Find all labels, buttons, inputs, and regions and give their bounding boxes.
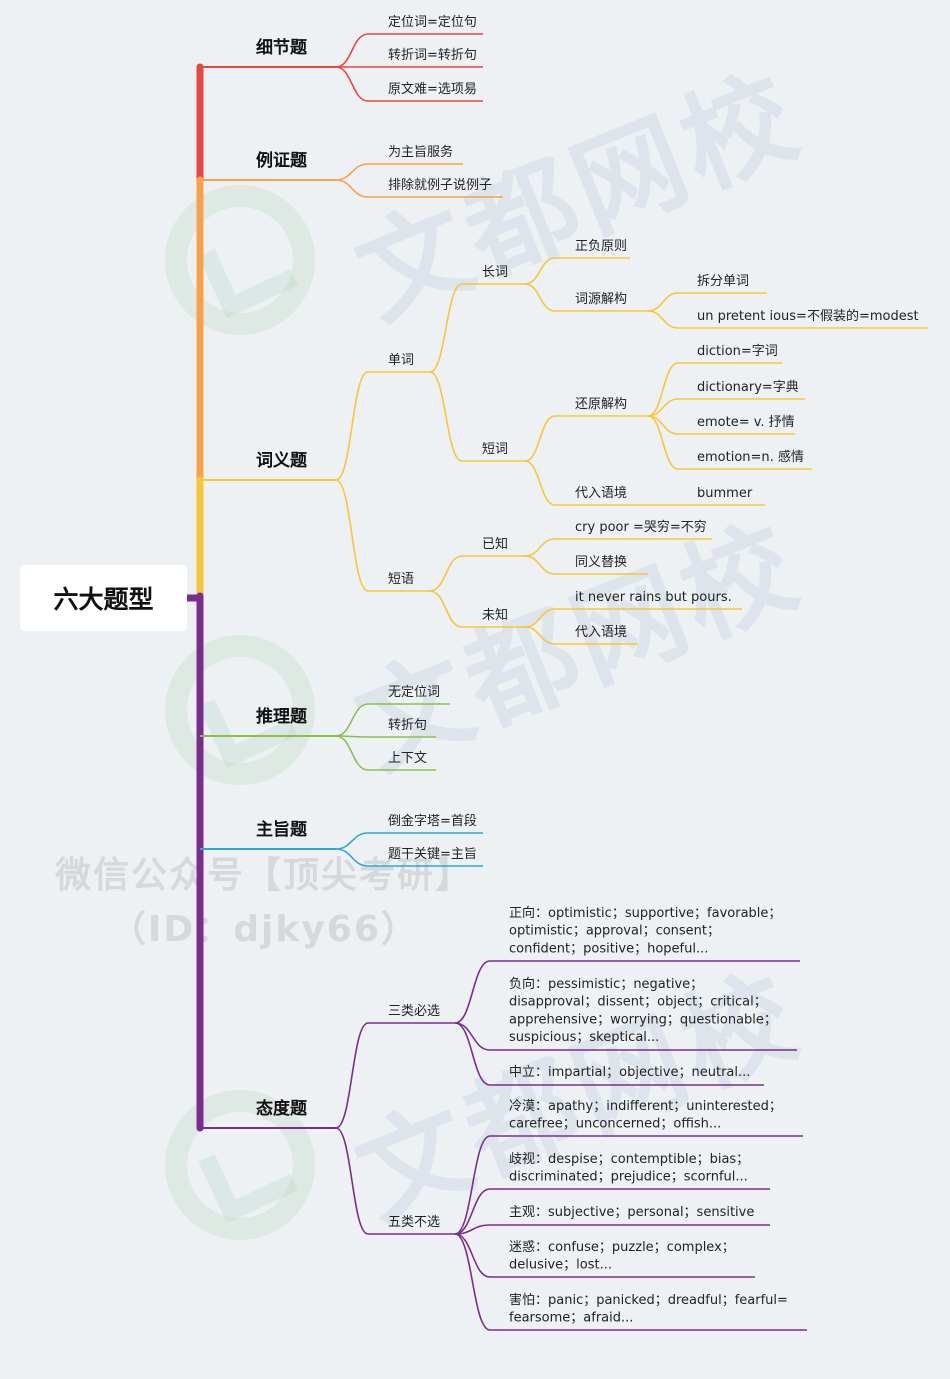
connector [524, 626, 556, 645]
attitude-words[interactable]: suspicious；skeptical... [509, 1030, 659, 1045]
connector [454, 960, 491, 1024]
connector [335, 179, 369, 198]
connector [454, 1233, 491, 1331]
attitude-words[interactable]: fearsome；afraid... [509, 1311, 633, 1326]
connector [524, 257, 556, 285]
branch-ciyi-label[interactable]: 词义题 [256, 450, 308, 471]
ciyi-l3[interactable]: 已知 [482, 536, 508, 552]
attitude-words[interactable]: 主观：subjective；personal；sensitive [509, 1205, 754, 1220]
connector [454, 1135, 491, 1235]
branch-tuili-label[interactable]: 推理题 [256, 706, 308, 727]
ciyi-l5[interactable]: un pretent ious=不假装的=modest [697, 308, 919, 324]
connector [454, 1233, 491, 1278]
ciyi-l4[interactable]: 同义替换 [575, 555, 627, 570]
attitude-words[interactable]: disapproval；dissent；object；critical； [509, 995, 767, 1010]
leaf-zhuzhi[interactable]: 倒金字塔=首段 [388, 813, 477, 829]
connector [335, 832, 369, 850]
leaf-xijie[interactable]: 转折词=转折句 [388, 48, 477, 63]
connector [335, 66, 369, 102]
attitude-words[interactable]: 歧视：despise；contemptible；bias； [509, 1152, 749, 1167]
ciyi-l4[interactable]: cry poor =哭穷=不穷 [575, 519, 707, 535]
branch-zhuzhi-label[interactable]: 主旨题 [256, 819, 308, 840]
connector [454, 1022, 491, 1051]
connector [335, 163, 369, 181]
attitude-words[interactable]: 冷漠：apathy；indifferent；uninterested； [509, 1099, 782, 1114]
connector [524, 415, 556, 462]
leaf-lizheng[interactable]: 为主旨服务 [388, 144, 453, 160]
branch-xijie-label[interactable]: 细节题 [256, 37, 308, 58]
attitude-words[interactable]: 害怕：panic；panicked；dreadful；fearful= [509, 1292, 788, 1308]
connector [647, 362, 679, 417]
connector [335, 33, 369, 68]
ciyi-l2[interactable]: 短语 [388, 572, 414, 587]
connector [524, 608, 556, 628]
connector [454, 1188, 491, 1235]
connector [335, 735, 369, 771]
connector [647, 415, 679, 470]
ciyi-l4[interactable]: it never rains but pours. [575, 590, 732, 605]
connector [524, 460, 556, 506]
attitude-words[interactable]: delusive；lost... [509, 1258, 612, 1273]
connector [524, 283, 556, 312]
attitude-words[interactable]: 正向：optimistic；supportive；favorable； [509, 905, 781, 921]
branch-lizheng-label[interactable]: 例证题 [256, 150, 308, 171]
attitude-words[interactable]: 中立：impartial；objective；neutral... [509, 1065, 750, 1080]
taidu-l2[interactable]: 五类不选 [388, 1215, 440, 1230]
branch-taidu-label[interactable]: 态度题 [256, 1098, 308, 1119]
attitude-words[interactable]: discriminated；prejudice；scornful... [509, 1170, 748, 1185]
ciyi-l4[interactable]: 词源解构 [575, 292, 627, 307]
connector [429, 555, 463, 592]
connector [647, 292, 679, 312]
ciyi-l2[interactable]: 单词 [388, 353, 414, 368]
ciyi-l5[interactable]: emotion=n. 感情 [697, 449, 804, 465]
leaf-lizheng[interactable]: 排除就例子说例子 [388, 178, 492, 193]
connector [335, 1127, 369, 1235]
connector [335, 479, 369, 592]
root-label: 六大题型 [53, 585, 154, 614]
attitude-words[interactable]: carefree；unconcerned；offish... [509, 1117, 721, 1132]
connector [454, 1022, 491, 1086]
ciyi-l3[interactable]: 短词 [482, 442, 508, 457]
attitude-words[interactable]: confident；positive；hopeful... [509, 941, 708, 956]
root-node[interactable]: 六大题型 [20, 565, 187, 631]
connector [454, 1224, 491, 1235]
taidu-l2[interactable]: 三类必选 [388, 1004, 440, 1019]
connector [524, 555, 556, 575]
ciyi-l3[interactable]: 未知 [482, 607, 508, 623]
attitude-words[interactable]: apprehensive；worrying；questionable； [509, 1012, 777, 1027]
leaf-tuili[interactable]: 转折句 [388, 718, 427, 733]
ciyi-l4[interactable]: 代入语境 [575, 625, 627, 640]
ciyi-l4[interactable]: 还原解构 [575, 397, 627, 412]
attitude-words[interactable]: 迷惑：confuse；puzzle；complex； [509, 1239, 735, 1255]
ciyi-l4[interactable]: 正负原则 [575, 239, 627, 254]
connector [524, 538, 556, 557]
ciyi-l3[interactable]: 长词 [482, 265, 508, 280]
leaf-xijie[interactable]: 原文难=选项易 [388, 82, 477, 97]
ciyi-l5[interactable]: emote= v. 抒情 [697, 415, 795, 430]
leaf-zhuzhi[interactable]: 题干关键=主旨 [388, 847, 477, 862]
connector [335, 703, 369, 737]
connector [335, 371, 369, 481]
connector [647, 398, 679, 417]
ciyi-l5[interactable]: 拆分单词 [697, 274, 749, 289]
connector [335, 848, 369, 867]
connector [335, 1022, 369, 1129]
connector [429, 590, 463, 628]
watermark-wechat: 微信公众号【顶尖考研】 [55, 855, 474, 896]
leaf-tuili[interactable]: 无定位词 [388, 685, 440, 700]
attitude-words[interactable]: optimistic；approval；consent； [509, 924, 720, 939]
ciyi-l5[interactable]: dictionary=字典 [697, 380, 799, 395]
ciyi-l5[interactable]: diction=字词 [697, 344, 778, 359]
ciyi-l5[interactable]: bummer [697, 486, 753, 501]
connector [647, 310, 679, 329]
ciyi-l4[interactable]: 代入语境 [575, 486, 627, 501]
leaf-tuili[interactable]: 上下文 [388, 751, 427, 766]
connector [429, 371, 463, 462]
attitude-words[interactable]: 负向：pessimistic；negative； [509, 976, 703, 992]
connector [429, 283, 463, 373]
leaf-xijie[interactable]: 定位词=定位句 [388, 15, 477, 30]
watermark-id: （ID：djky66） [110, 909, 419, 950]
